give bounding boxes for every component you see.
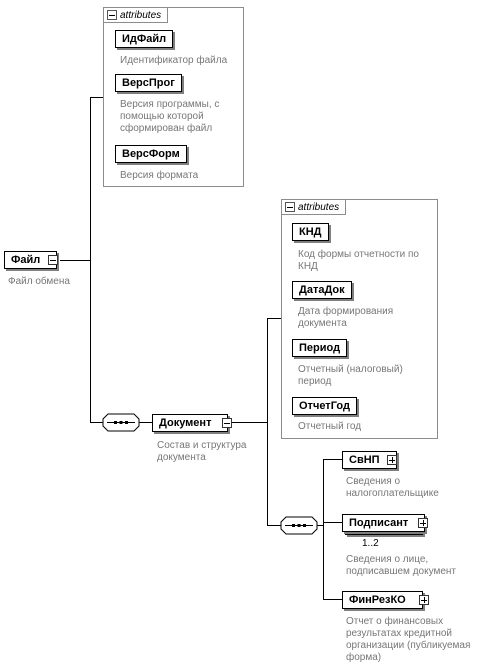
attribute-name: ВерсПрог (122, 77, 175, 89)
connector-doc-attrs (267, 318, 281, 319)
attribute-versform[interactable]: ВерсФорм (115, 145, 187, 163)
element-podpisant[interactable]: Подписант (342, 514, 426, 532)
connector-root-attrs (90, 97, 103, 98)
connector-seq2-vertical (323, 459, 324, 599)
attribute-name: ВерсФорм (122, 148, 180, 160)
collapse-icon[interactable] (222, 418, 232, 428)
element-description: Состав и структура документа (157, 440, 247, 463)
connector-to-seq1 (90, 422, 104, 423)
connector-to-podpisant (323, 522, 342, 523)
attribute-otchetgod[interactable]: ОтчетГод (292, 397, 357, 415)
collapse-icon[interactable] (107, 10, 117, 20)
collapse-icon[interactable] (48, 255, 58, 265)
connector-seq1-doc (138, 422, 152, 423)
attributes-label: attributes (298, 201, 340, 213)
element-name: ФинРезКО (349, 594, 406, 606)
element-description: Сведения о налогоплательщике (346, 476, 439, 499)
expand-icon[interactable] (387, 455, 397, 465)
element-name: Подписант (349, 517, 409, 529)
attribute-name: Период (299, 342, 341, 354)
collapse-icon[interactable] (285, 202, 295, 212)
sequence-icon[interactable] (102, 413, 140, 432)
attribute-description: Код формы отчетности по КНД (298, 249, 419, 272)
connector-to-svnp (323, 459, 342, 460)
multiplicity-label: 1..2 (362, 538, 379, 549)
element-description: Файл обмена (8, 276, 70, 287)
connector-root-vertical (90, 97, 91, 423)
connector-doc-out (232, 422, 267, 423)
element-fail[interactable]: Файл (4, 251, 58, 269)
attribute-description: Отчетный год (298, 421, 362, 432)
attributes-header[interactable]: attributes (282, 200, 347, 215)
attribute-datadok[interactable]: ДатаДок (292, 281, 352, 299)
element-name: Файл (11, 254, 41, 266)
connector-to-finrezko (323, 599, 342, 600)
attribute-versprog[interactable]: ВерсПрог (115, 74, 182, 92)
expand-icon[interactable] (418, 518, 428, 528)
element-description: Сведения о лице, подписавшем документ (346, 554, 457, 577)
element-description: Отчет о финансовых результатах кредитной… (346, 616, 471, 663)
attributes-label: attributes (120, 9, 162, 21)
attribute-name: КНД (299, 226, 322, 238)
attribute-description: Версия программы, с помощью которой сфор… (120, 99, 220, 134)
attributes-header[interactable]: attributes (104, 8, 169, 23)
expand-icon[interactable] (419, 595, 429, 605)
element-finrezko[interactable]: ФинРезКО (342, 591, 423, 609)
connector-to-seq2 (267, 525, 281, 526)
connector-seq2-out (315, 525, 323, 526)
connector-doc-vertical (267, 318, 268, 526)
element-dokument[interactable]: Документ (152, 414, 229, 432)
sequence-icon[interactable] (280, 516, 318, 535)
element-svnp[interactable]: СвНП (342, 451, 397, 469)
attribute-name: ОтчетГод (299, 400, 350, 412)
attribute-description: Версия формата (120, 170, 199, 181)
attribute-description: Отчетный (налоговый) период (298, 364, 403, 387)
attribute-name: ДатаДок (299, 284, 345, 296)
attribute-name: ИдФайл (122, 33, 167, 45)
element-name: Документ (159, 417, 212, 429)
attribute-description: Дата формирования документа (298, 306, 394, 329)
attribute-idfail[interactable]: ИдФайл (115, 30, 174, 48)
connector-root-out (60, 260, 90, 261)
element-name: СвНП (349, 454, 380, 466)
attribute-knd[interactable]: КНД (292, 223, 329, 241)
attribute-period[interactable]: Период (292, 339, 348, 357)
attribute-description: Идентификатор файла (120, 55, 228, 66)
